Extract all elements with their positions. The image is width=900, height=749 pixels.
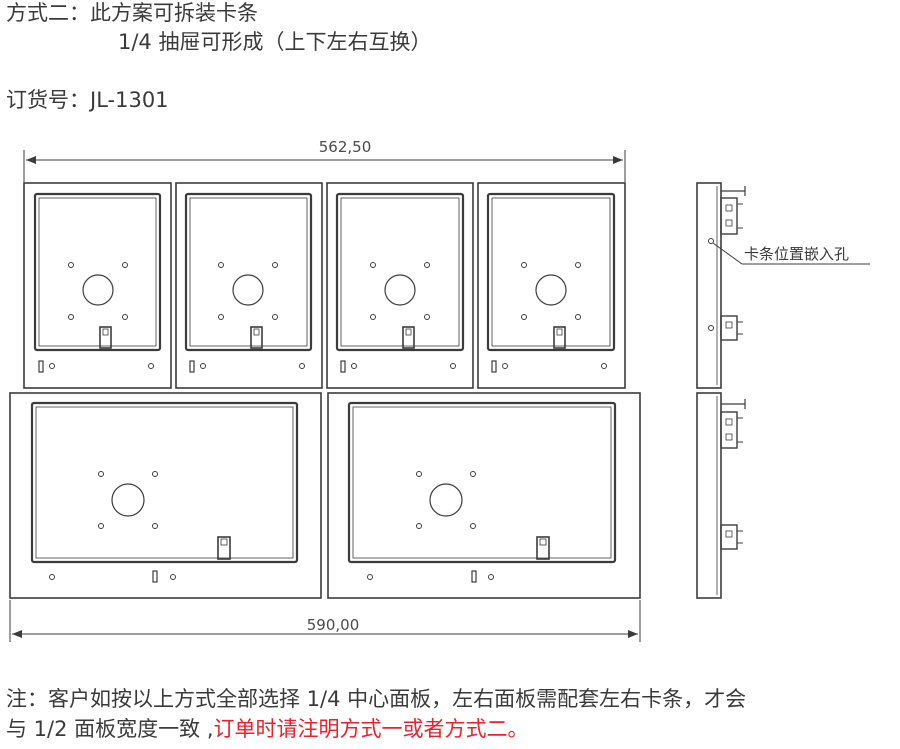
note-order-instruction: 订单时请注明方式一或者方式二。 — [213, 717, 529, 741]
quarter-panel-2 — [175, 182, 323, 389]
note-line-1: 注：客户如按以上方式全部选择 1/4 中心面板，左右面板需配套左右卡条，才会 — [6, 687, 747, 711]
side-view-quarter — [696, 182, 746, 389]
method-title-line: 方式二：此方案可拆装卡条 — [6, 1, 258, 25]
half-panel-left — [9, 392, 322, 599]
order-number: 订货号：JL-1301 — [6, 88, 169, 112]
top-dimension-label: 562,50 — [319, 138, 372, 156]
note-line-2: 与 1/2 面板宽度一致 ,订单时请注明方式一或者方式二。 — [6, 716, 529, 742]
note-line-2-text: 与 1/2 面板宽度一致 , — [6, 717, 214, 741]
quarter-panel-4 — [477, 182, 626, 389]
quarter-panel-1 — [23, 182, 172, 389]
embed-hole-callout: 卡条位置嵌入孔 — [744, 245, 849, 263]
bottom-dimension-label: 590,00 — [307, 616, 360, 634]
method-subtitle-line: 1/4 抽屉可形成（上下左右互换） — [118, 30, 432, 54]
side-view-half — [696, 392, 746, 599]
quarter-panel-3 — [326, 182, 474, 389]
top-dimension — [23, 150, 626, 182]
half-panel-right — [327, 392, 641, 599]
bottom-dimension — [9, 600, 641, 642]
callout-leader — [712, 242, 870, 265]
